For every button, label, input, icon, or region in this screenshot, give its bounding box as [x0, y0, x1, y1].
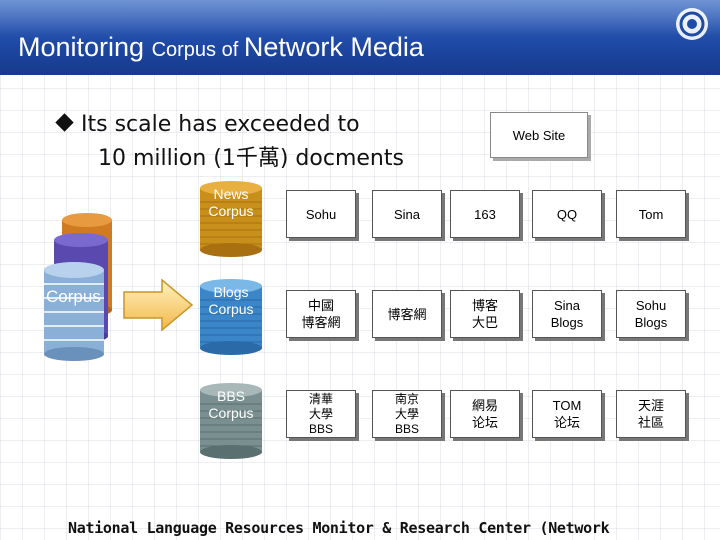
title-part-3: Network Media [243, 32, 424, 62]
site-box: 南京 大學 BBS [372, 390, 442, 438]
site-box: TOM 论坛 [532, 390, 602, 438]
site-box: Sina Blogs [532, 290, 602, 338]
bbs-corpus-cylinder: BBS Corpus [198, 382, 264, 460]
site-box: 天涯 社區 [616, 390, 686, 438]
site-box: 清華 大學 BBS [286, 390, 356, 438]
big-corpus-cylinders [40, 212, 130, 362]
bullet-line-2: 10 million (1千萬) docments [98, 146, 404, 171]
news-corpus-cylinder: News Corpus [198, 180, 264, 258]
site-box: Sohu [286, 190, 356, 238]
title-bar: Monitoring Corpus of Network Media [0, 0, 720, 75]
site-box: 網易 论坛 [450, 390, 520, 438]
site-box: Tom [616, 190, 686, 238]
site-box: 中國 博客網 [286, 290, 356, 338]
logo-icon [676, 8, 708, 40]
footer-text: National Language Resources Monitor & Re… [68, 519, 610, 537]
bullet-line-1: Its scale has exceeded to [81, 112, 360, 137]
title-bar-shine [0, 0, 720, 36]
news-corpus-label: News Corpus [208, 186, 254, 219]
blogs-corpus-cylinder: Blogs Corpus [198, 278, 264, 356]
diamond-bullet-icon [55, 113, 74, 132]
site-box: Sina [372, 190, 442, 238]
arrow-right-icon [123, 278, 194, 332]
database-icon [200, 383, 262, 459]
site-box: QQ [532, 190, 602, 238]
site-box: 163 [450, 190, 520, 238]
database-icon [200, 181, 262, 257]
database-stack-icon [44, 213, 112, 361]
site-box: Sohu Blogs [616, 290, 686, 338]
title-part-2: Corpus of [151, 39, 244, 61]
bbs-corpus-label: BBS Corpus [208, 388, 254, 421]
site-box: 博客 大巴 [450, 290, 520, 338]
big-corpus-label: Corpus [46, 287, 101, 306]
title-part-1: Monitoring [18, 32, 152, 62]
blogs-corpus-label: Blogs Corpus [208, 284, 254, 317]
database-icon [200, 279, 262, 355]
site-box: 博客網 [372, 290, 442, 338]
web-site-box: Web Site [490, 112, 588, 158]
slide-title: Monitoring Corpus of Network Media [18, 32, 424, 63]
bullet-text: Its scale has exceeded to 10 million (1千… [55, 108, 404, 176]
